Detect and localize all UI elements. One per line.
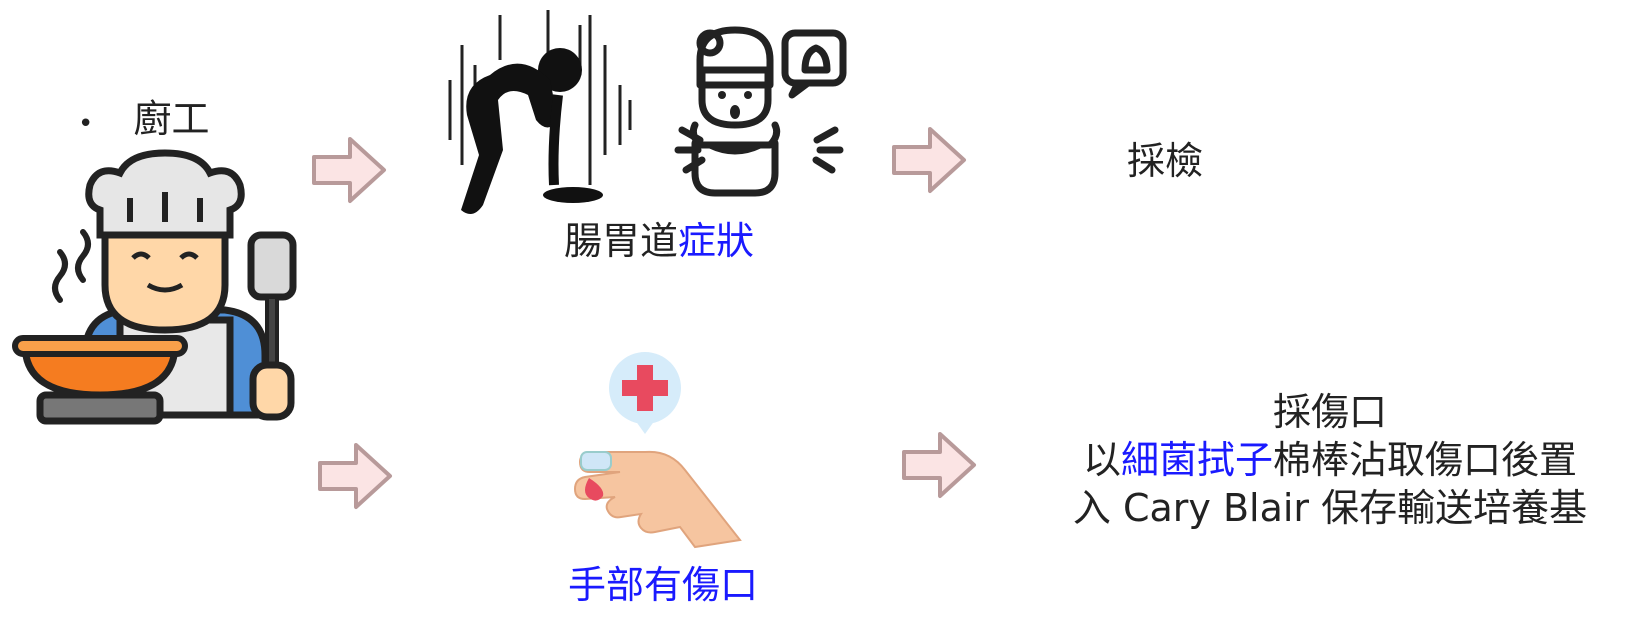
vomiting-person-icon (440, 5, 640, 214)
symptom-label-highlight: 症狀 (678, 219, 755, 263)
bullet-item: • 廚工 (78, 100, 209, 138)
bullet-mark: • (78, 109, 94, 139)
wound-sampling-line2: 入 Cary Blair 保存輸送培養基 (1072, 486, 1588, 530)
wound-sampling-line1-suffix: 棉棒沾取傷口後置 (1273, 438, 1578, 482)
symptom-label-prefix: 腸胃道 (564, 219, 679, 263)
bullet-label-cook: 廚工 (133, 97, 210, 141)
wound-sampling-line1: 以細菌拭子棉棒沾取傷口後置 (1030, 436, 1630, 484)
wound-sampling-title: 採傷口 (1272, 390, 1387, 434)
wound-sampling-line1-highlight: 細菌拭子 (1120, 438, 1273, 482)
right-arrow-icon (318, 443, 392, 509)
arrow-to-wound (316, 441, 396, 511)
right-arrow-icon (892, 127, 966, 193)
right-arrow-icon (902, 432, 976, 498)
stool-sampling-label: 採檢 (1127, 139, 1204, 183)
arrow-to-stool-sampling (890, 125, 970, 195)
wound-sampling-note: 採傷口 以細菌拭子棉棒沾取傷口後置 入 Cary Blair 保存輸送培養基 (1030, 388, 1630, 532)
right-arrow-icon (312, 137, 386, 203)
stomach-ache-person-icon (670, 25, 850, 205)
injured-finger-bandage-icon (573, 350, 750, 549)
arrow-to-wound-sampling (900, 430, 980, 500)
wound-label: 手部有傷口 (568, 563, 759, 607)
symptom-label: 腸胃道症狀 (564, 222, 754, 260)
wound-sampling-line1-prefix: 以 (1082, 438, 1121, 482)
arrow-to-symptom (310, 135, 390, 205)
chef-cooking-icon (5, 149, 305, 430)
